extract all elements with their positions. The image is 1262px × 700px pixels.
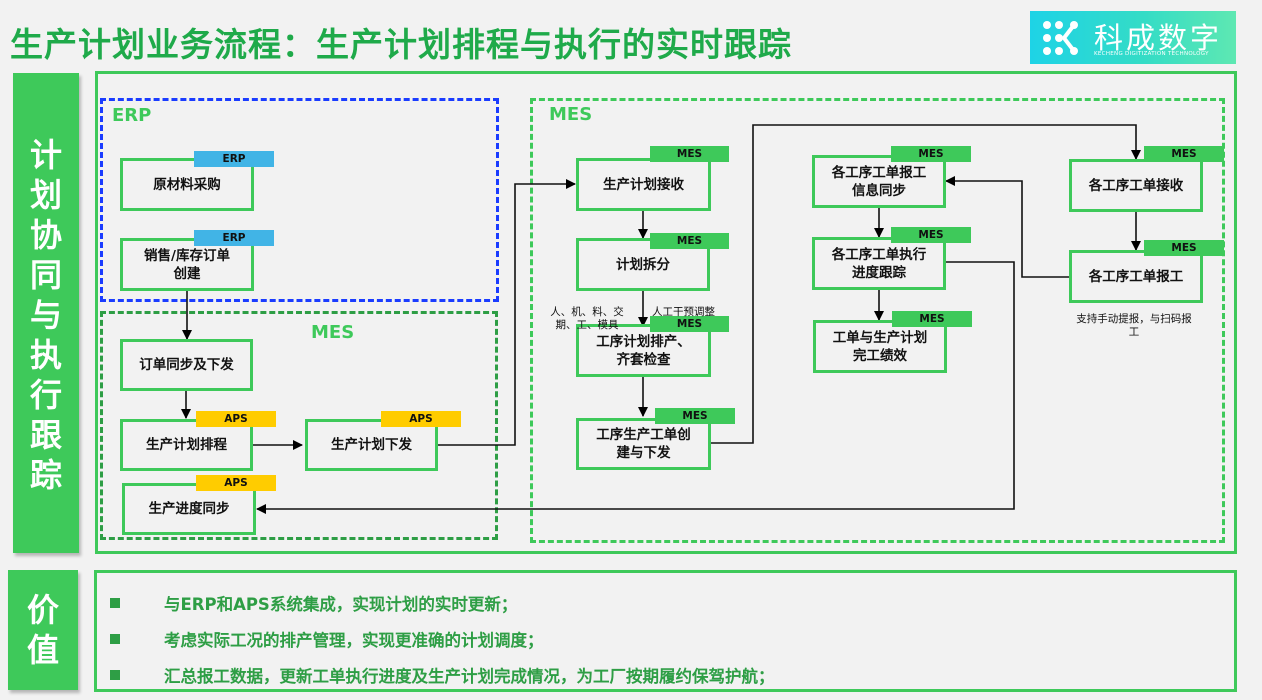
note-resources: 人、机、料、交 期、工、模具 — [550, 306, 624, 331]
side-char: 行 — [29, 376, 62, 414]
page-title: 生产计划业务流程：生产计划排程与执行的实时跟踪 — [10, 25, 792, 64]
zone-label-mes-left: MES — [311, 322, 355, 343]
zone-label-mes-right: MES — [549, 104, 593, 125]
value-text: 汇总报工数据，更新工单执行进度及生产计划完成情况，为工厂按期履约保驾护航； — [164, 667, 775, 686]
node-performance[interactable]: 工单与生产计划 完工绩效 — [813, 320, 947, 373]
logo-name-en: KECHENG DIGITIZATION TECHNOLOGY — [1094, 51, 1209, 57]
value-text: 与ERP和APS系统集成，实现计划的实时更新； — [164, 595, 518, 614]
badge-mes: MES — [891, 146, 971, 162]
node-exec-tracking[interactable]: 各工序工单执行 进度跟踪 — [812, 237, 946, 290]
badge-aps: APS — [196, 475, 276, 491]
logo-name-cn: 科成数字 — [1094, 21, 1223, 55]
value-item: 考虑实际工况的排产管理，实现更准确的计划调度； — [110, 621, 775, 657]
node-report-sync[interactable]: 各工序工单报工 信息同步 — [812, 155, 946, 208]
badge-mes: MES — [650, 146, 729, 162]
zone-label-erp: ERP — [112, 105, 152, 126]
node-plan-release[interactable]: 生产计划下发 — [305, 419, 438, 471]
bullet-square-icon — [110, 670, 120, 680]
flow-panel — [95, 71, 1237, 554]
badge-mes: MES — [655, 408, 735, 424]
badge-mes: MES — [891, 227, 971, 243]
side-char: 同 — [29, 256, 62, 294]
side-char: 跟 — [29, 416, 62, 454]
company-logo: 科成数字 KECHENG DIGITIZATION TECHNOLOGY — [1030, 11, 1236, 64]
side-char: 与 — [29, 296, 62, 334]
node-plan-scheduling[interactable]: 生产计划排程 — [120, 419, 253, 471]
node-sales-order-create[interactable]: 销售/库存订单 创建 — [120, 238, 254, 291]
node-wo-report[interactable]: 各工序工单报工 — [1069, 250, 1203, 303]
note-manual-adjust: 人工干预调整 — [652, 306, 715, 318]
badge-mes: MES — [1144, 146, 1224, 162]
keecheng-logo-icon — [1043, 21, 1078, 55]
side-char: 执 — [29, 336, 62, 374]
value-text: 考虑实际工况的排产管理，实现更准确的计划调度； — [164, 631, 544, 650]
value-item: 与ERP和APS系统集成，实现计划的实时更新； — [110, 585, 775, 621]
badge-erp: ERP — [194, 230, 274, 246]
section-label-plan-collab: 计 划 协 同 与 执 行 跟 踪 — [13, 73, 79, 553]
badge-aps: APS — [381, 411, 461, 427]
bullet-square-icon — [110, 634, 120, 644]
value-list: 与ERP和APS系统集成，实现计划的实时更新； 考虑实际工况的排产管理，实现更准… — [110, 585, 775, 693]
side-char: 计 — [29, 136, 62, 174]
badge-mes: MES — [650, 233, 729, 249]
section-label-value: 价 值 — [8, 570, 78, 690]
bullet-square-icon — [110, 598, 120, 608]
side-char: 值 — [26, 631, 59, 669]
badge-mes: MES — [892, 311, 972, 327]
side-char: 踪 — [29, 456, 62, 494]
node-work-order-create[interactable]: 工序生产工单创 建与下发 — [576, 418, 711, 470]
node-wo-receive[interactable]: 各工序工单接收 — [1069, 159, 1203, 212]
side-char: 划 — [29, 176, 62, 214]
badge-erp: ERP — [194, 151, 274, 167]
note-report-support: 支持手动提报，与扫码报 工 — [1076, 313, 1192, 338]
node-order-sync[interactable]: 订单同步及下发 — [120, 339, 253, 391]
side-char: 价 — [26, 591, 59, 629]
badge-mes: MES — [650, 316, 729, 332]
value-panel — [94, 570, 1237, 692]
side-char: 协 — [29, 216, 62, 254]
node-process-schedule[interactable]: 工序计划排产、 齐套检查 — [576, 324, 711, 377]
node-plan-receive[interactable]: 生产计划接收 — [576, 158, 711, 211]
node-progress-sync[interactable]: 生产进度同步 — [122, 483, 256, 535]
value-item: 汇总报工数据，更新工单执行进度及生产计划完成情况，为工厂按期履约保驾护航； — [110, 657, 775, 693]
badge-aps: APS — [196, 411, 276, 427]
badge-mes: MES — [1144, 240, 1224, 256]
